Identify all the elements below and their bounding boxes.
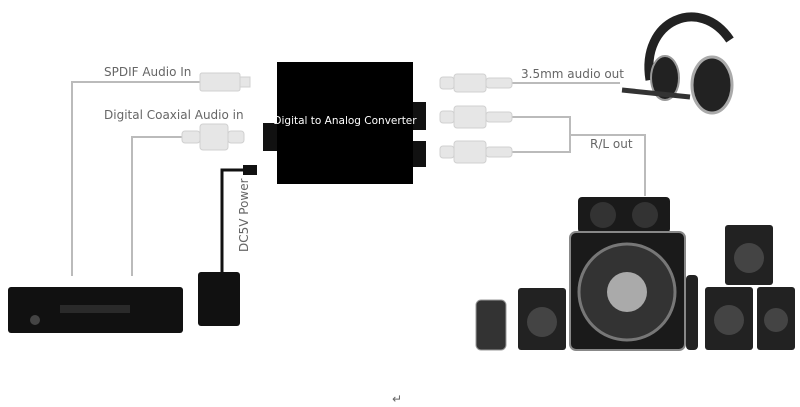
dc-plug-icon xyxy=(243,165,257,175)
headphone-plug-icon xyxy=(439,73,513,93)
spdif-plug-icon xyxy=(199,72,251,92)
spdif-wire xyxy=(71,81,200,276)
converter-label: Digital to Analog Converter xyxy=(273,115,417,127)
coaxial-plug-icon xyxy=(181,123,245,151)
rca-plug-right-icon xyxy=(439,105,513,129)
power-adapter-icon xyxy=(198,272,240,326)
speaker-system-icon xyxy=(475,197,795,351)
spdif-in-label: SPDIF Audio In xyxy=(104,65,191,79)
headphone-out-label: 3.5mm audio out xyxy=(521,67,624,81)
dc-power-cable xyxy=(220,168,243,272)
dac-converter: Digital to Analog Converter xyxy=(263,62,426,184)
coaxial-in-label: Digital Coaxial Audio in xyxy=(104,108,244,122)
dc-power-label: DC5V Power xyxy=(237,178,251,252)
return-mark: ↵ xyxy=(392,392,402,406)
headphones-icon xyxy=(621,12,734,115)
cd-player-icon xyxy=(8,287,183,333)
rl-wire xyxy=(512,116,571,153)
rca-plug-left-icon xyxy=(439,140,513,164)
coaxial-wire xyxy=(131,136,182,276)
rl-out-label: R/L out xyxy=(590,137,633,151)
rl-main-wire xyxy=(570,134,646,196)
